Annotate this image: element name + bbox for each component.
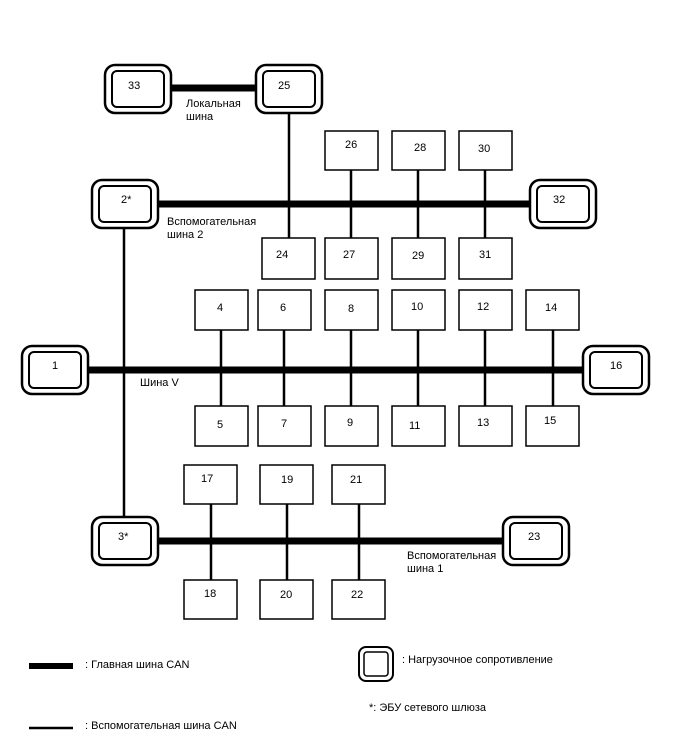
ecu-12: [458, 289, 513, 331]
ecu-8-label: 8: [348, 303, 354, 315]
ecu-17-label: 17: [201, 473, 213, 485]
ecu-16: 16: [581, 344, 651, 396]
ecu-25-label: 25: [278, 80, 290, 92]
ecu-29: [391, 237, 446, 280]
ecu-26-label: 26: [345, 139, 357, 151]
ecu-22: [331, 579, 386, 620]
main-bus-lines: [88, 84, 587, 545]
ecu-22-label: 22: [351, 589, 363, 601]
ecu-5-label: 5: [217, 419, 223, 431]
ecu-20-label: 20: [280, 589, 292, 601]
ecu-2: 2*: [90, 178, 160, 230]
ecu-30: [458, 130, 513, 171]
ecu-7-label: 7: [281, 418, 287, 430]
local-bus-label-line1: Локальная: [186, 98, 241, 110]
ecu-31: [458, 237, 513, 280]
ecu-6: [257, 289, 312, 331]
ecu-21: [331, 464, 386, 505]
ecu-10: [391, 289, 446, 331]
ecu-29-label: 29: [412, 250, 424, 262]
ecu-28-label: 28: [414, 142, 426, 154]
ecu-18: [183, 579, 238, 620]
ecu-19-label: 19: [281, 474, 293, 486]
ecu-32: 32: [528, 178, 598, 230]
ecu-24: [261, 237, 316, 280]
ecu-21-label: 21: [350, 474, 362, 486]
ecu-1: 1: [20, 344, 90, 396]
ecu-4-label: 4: [217, 302, 223, 314]
ecu-8: [324, 289, 379, 331]
ecu-20: [259, 579, 314, 620]
legend-termination-text: : Нагрузочное сопротивление: [402, 654, 553, 666]
ecu-18-label: 18: [204, 588, 216, 600]
ecu-12-label: 12: [477, 301, 489, 313]
ecu-10-label: 10: [411, 301, 423, 313]
ecu-19: [259, 464, 314, 505]
ecu-31-label: 31: [479, 249, 491, 261]
legend: : Главная шина CAN : Вспомогательная шин…: [29, 646, 553, 732]
ecu-13-label: 13: [477, 417, 489, 429]
local-bus-label-line2: шина: [186, 111, 214, 123]
ecu-3: 3*: [90, 515, 160, 567]
ecu-14: [525, 289, 580, 331]
ecu-30-label: 30: [478, 143, 490, 155]
legend-gateway-text: *: ЭБУ сетевого шлюза: [369, 702, 487, 714]
legend-main-bus-text: : Главная шина CAN: [85, 659, 190, 671]
ecu-2-label: 2*: [121, 194, 132, 206]
legend-termination-swatch: [358, 646, 394, 682]
sub-bus-stubs: [122, 112, 555, 580]
ecu-17: [183, 464, 238, 505]
ecu-3-label: 3*: [118, 531, 129, 543]
ecu-32-label: 32: [553, 194, 565, 206]
ecu-27: [324, 237, 379, 280]
sub-bus-1-label-line2: шина 1: [407, 563, 443, 575]
ecu-15-label: 15: [544, 415, 556, 427]
ecu-25: 25: [254, 63, 324, 115]
legend-sub-bus-text: : Вспомогательная шина CAN: [85, 720, 237, 732]
ecu-7: [257, 405, 312, 447]
ecu-1-label: 1: [52, 360, 58, 372]
sub-bus-2-label-line2: шина 2: [167, 229, 203, 241]
sub-bus-1-label-line1: Вспомогательная: [407, 550, 496, 562]
ecu-33: 33: [103, 63, 173, 115]
ecu-5: [194, 405, 249, 447]
ecu-28: [391, 130, 446, 171]
ecu-15: [525, 405, 580, 447]
ecu-33-label: 33: [128, 80, 140, 92]
v-bus-label: Шина V: [140, 377, 179, 389]
ecu-14-label: 14: [545, 302, 557, 314]
ecu-4: [194, 289, 249, 331]
sub-bus-2-label-line1: Вспомогательная: [167, 216, 256, 228]
ecu-23-label: 23: [528, 531, 540, 543]
ecu-16-label: 16: [610, 360, 622, 372]
ecu-27-label: 27: [343, 249, 355, 261]
ecu-13: [458, 405, 513, 447]
ecu-11: [391, 405, 446, 447]
ecu-9-label: 9: [347, 417, 353, 429]
ecu-23: 23: [501, 515, 571, 567]
ecu-26: [324, 130, 379, 171]
ecu-6-label: 6: [280, 302, 286, 314]
ecu-9: [324, 405, 379, 447]
ecu-24-label: 24: [276, 249, 288, 261]
ecu-11-label: 11: [409, 420, 420, 432]
